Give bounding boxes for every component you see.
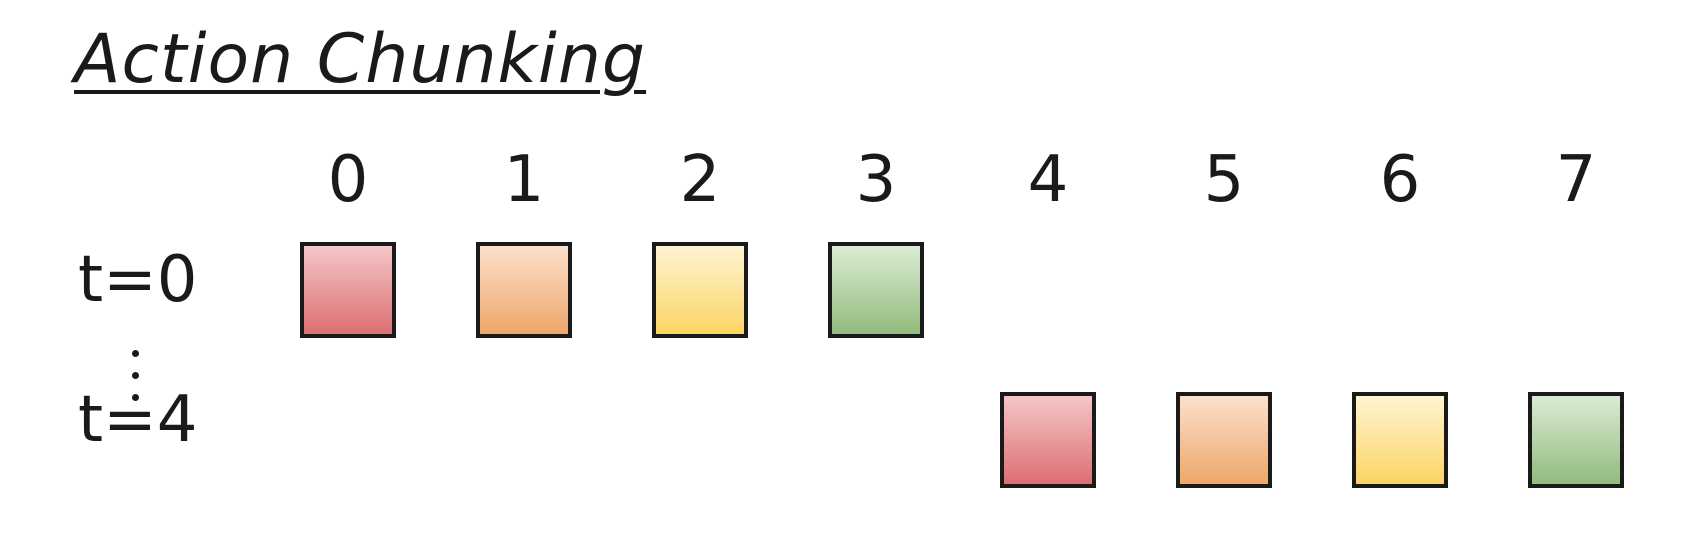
timestep-label-7: 7 bbox=[1555, 143, 1597, 217]
diagram-title: Action Chunking bbox=[74, 20, 647, 99]
timestep-label-0: 0 bbox=[327, 143, 369, 217]
action-box-t0-step-2 bbox=[652, 242, 748, 338]
action-box-t4-step-7 bbox=[1528, 392, 1624, 488]
action-box-t4-step-6 bbox=[1352, 392, 1448, 488]
action-box-t0-step-0 bbox=[300, 242, 396, 338]
timestep-label-1: 1 bbox=[503, 143, 545, 217]
row-label-t4: t=4 bbox=[78, 383, 198, 457]
row-label-t0: t=0 bbox=[78, 243, 198, 317]
vertical-ellipsis-icon bbox=[128, 350, 142, 410]
timestep-label-2: 2 bbox=[679, 143, 721, 217]
action-box-t0-step-1 bbox=[476, 242, 572, 338]
timestep-label-4: 4 bbox=[1027, 143, 1069, 217]
action-box-t4-step-5 bbox=[1176, 392, 1272, 488]
action-box-t0-step-3 bbox=[828, 242, 924, 338]
timestep-label-5: 5 bbox=[1203, 143, 1245, 217]
action-box-t4-step-4 bbox=[1000, 392, 1096, 488]
timestep-label-3: 3 bbox=[855, 143, 897, 217]
timestep-label-6: 6 bbox=[1379, 143, 1421, 217]
